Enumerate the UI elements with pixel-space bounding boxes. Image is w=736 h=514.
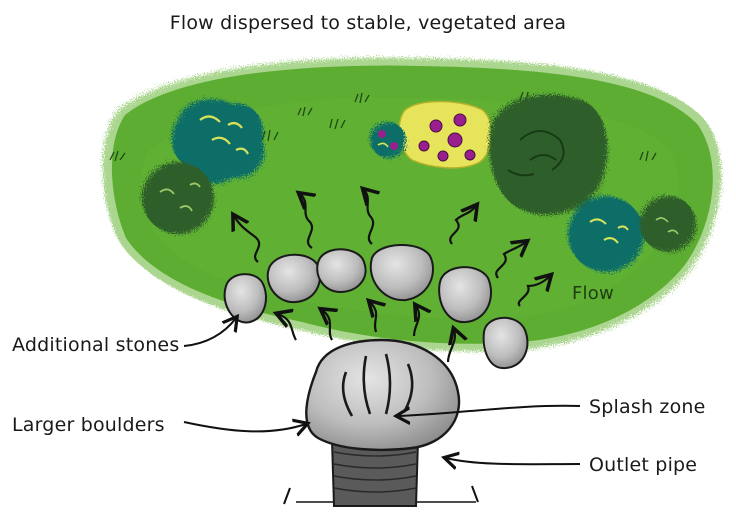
- larger-boulder: [306, 340, 459, 450]
- stone: [439, 267, 491, 322]
- pointer-additional-stones: [184, 318, 236, 346]
- shrub-dark-left: [142, 162, 214, 234]
- shrub-teal-right: [568, 196, 644, 272]
- shrub-dark-right: [640, 196, 696, 252]
- label-larger-boulders: Larger boulders: [12, 414, 165, 436]
- stone: [484, 318, 528, 368]
- label-additional-stones: Additional stones: [12, 334, 179, 356]
- shrub-small-flowering: [370, 122, 406, 158]
- label-outlet-pipe: Outlet pipe: [589, 454, 697, 476]
- shrub-dark-large: [489, 95, 607, 215]
- stone: [268, 255, 320, 302]
- label-flow: Flow: [572, 283, 614, 304]
- flower-bed: [399, 102, 491, 168]
- pointer-larger-boulders: [184, 422, 306, 431]
- diagram-title: Flow dispersed to stable, vegetated area: [0, 12, 736, 34]
- stone: [317, 249, 365, 292]
- stone: [225, 274, 266, 322]
- label-splash-zone: Splash zone: [589, 396, 706, 418]
- pointer-outlet-pipe: [446, 458, 580, 464]
